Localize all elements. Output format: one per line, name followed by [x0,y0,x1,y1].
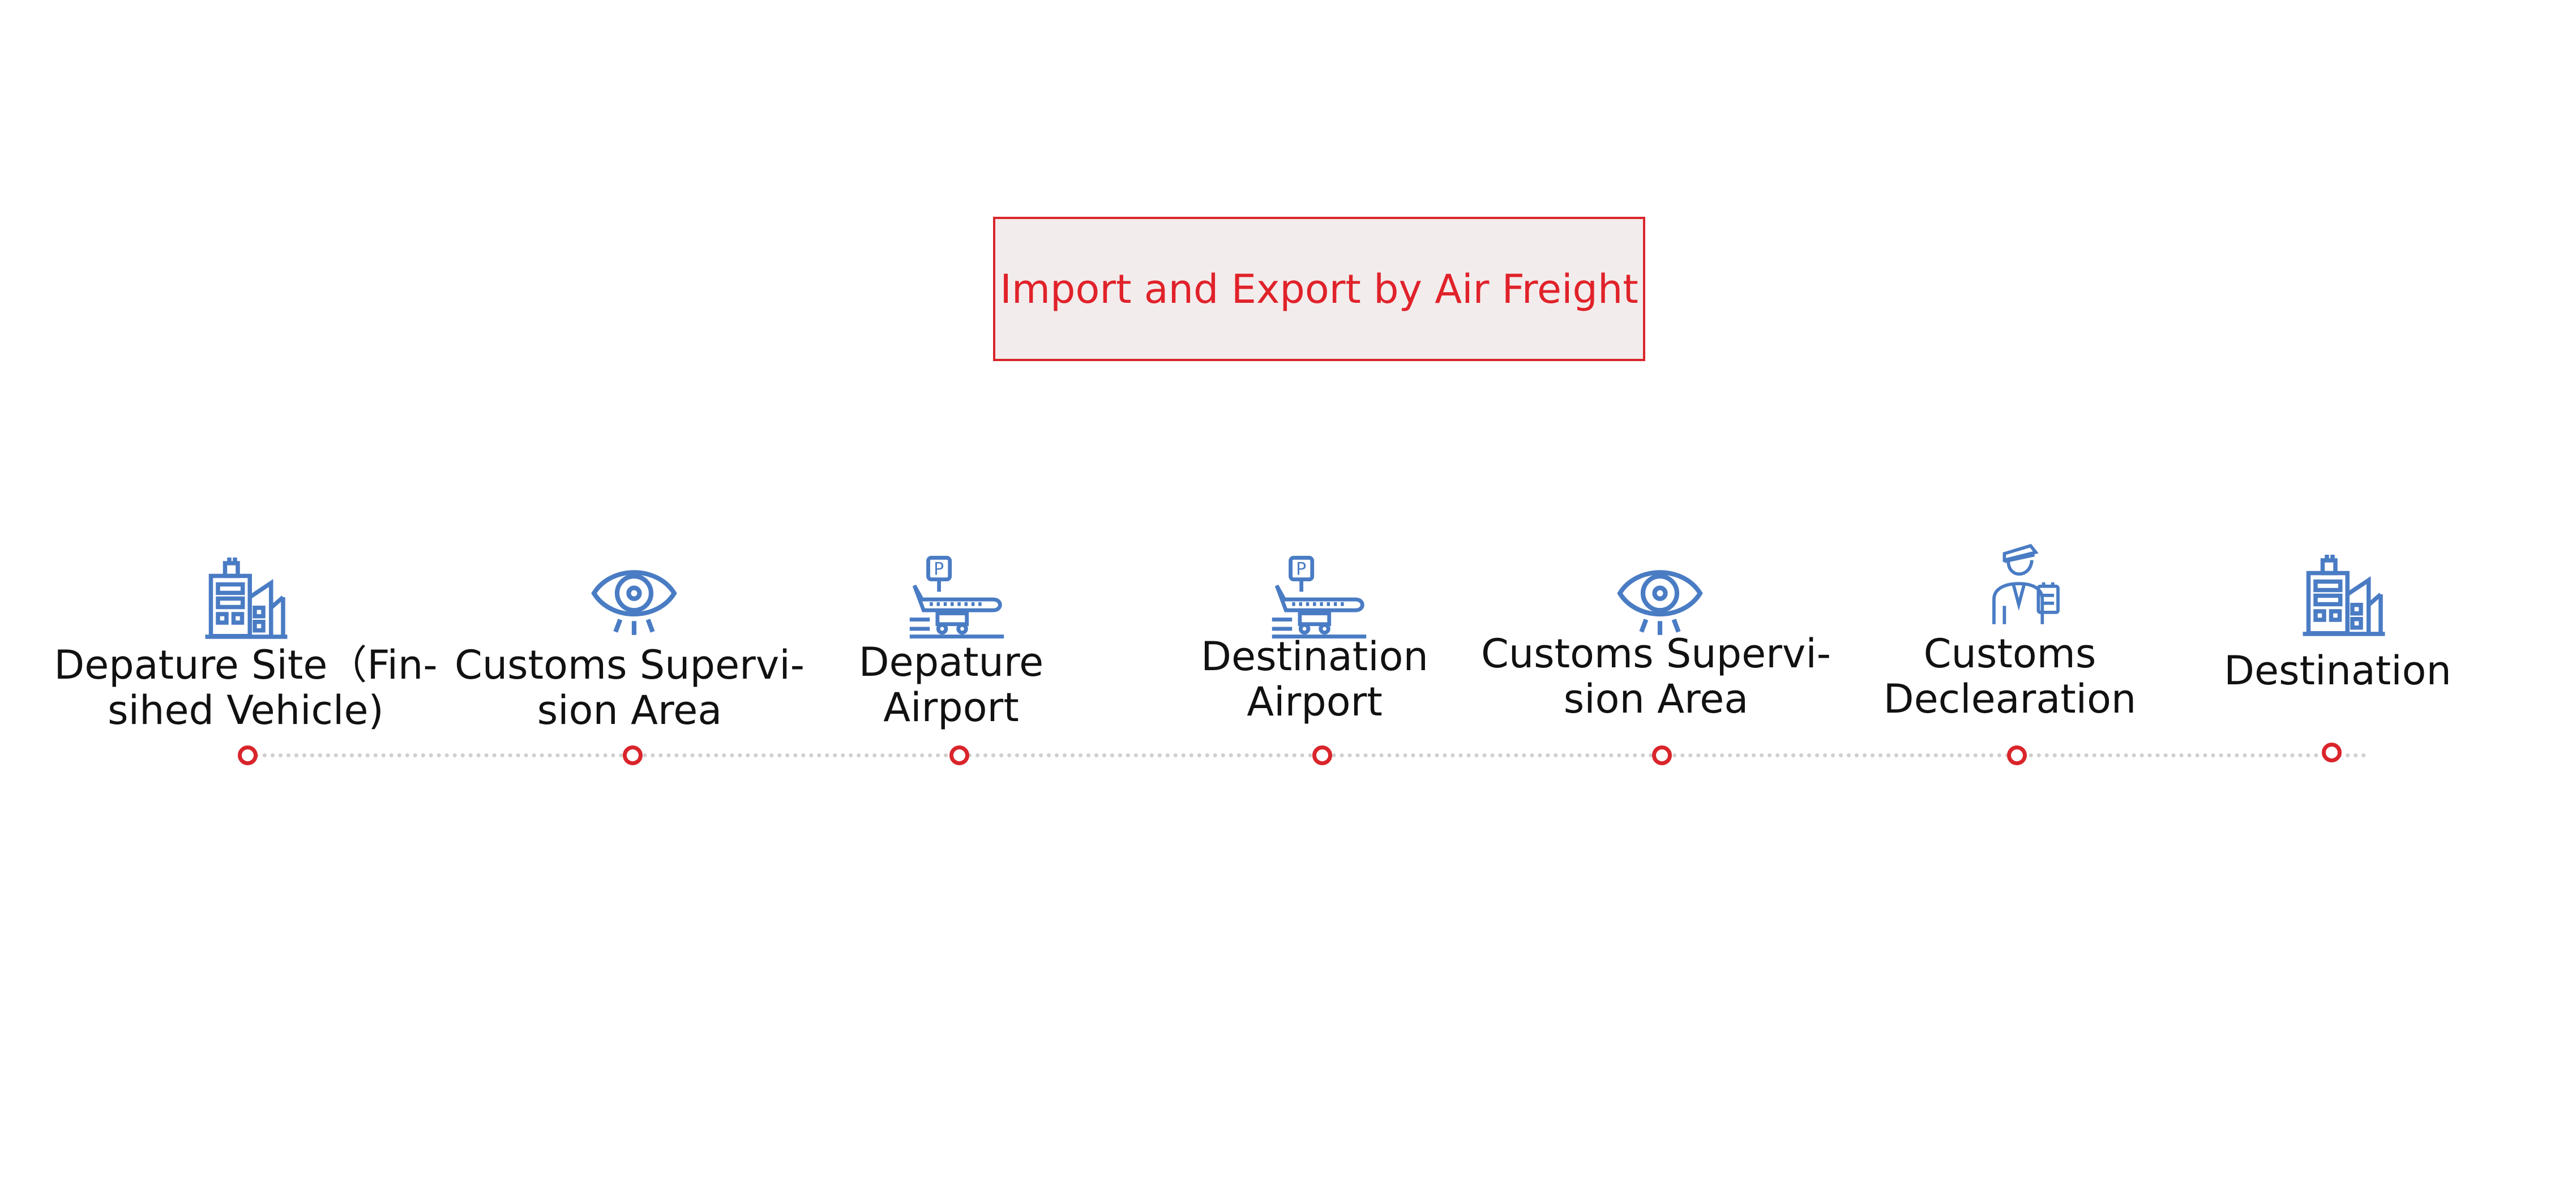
diagram-title: Import and Export by Air Freight [1000,265,1638,312]
timeline-node [1312,745,1332,765]
label-line: sion Area [1563,676,1749,722]
label-line: Destination [1201,633,1428,680]
label-line: Depature [858,639,1044,685]
timeline-node [1652,745,1672,765]
label-line: Destination [2224,648,2451,694]
eye-icon [583,555,685,640]
label-line: Airport [1247,679,1383,725]
label-line: Declearation [1883,676,2137,722]
label-line: sihed Vehicle) [108,687,384,734]
timeline-node [949,745,969,765]
label-line: Customs [1923,631,2096,677]
step-label-depature-site: Depature Site（Fin- sihed Vehicle) [31,642,461,733]
step-label-customs-supervision-area: Customs Supervi- sion Area [1441,631,1871,722]
customs-officer-icon [1973,541,2075,625]
step-label-depature-airport: Depature Airport [736,640,1166,730]
svg-text:P: P [1296,559,1306,579]
step-label-destination: Destination [2123,648,2553,693]
label-line: Customs Supervi- [1480,631,1832,677]
building-icon [195,555,297,640]
timeline-node [2322,743,2342,762]
airplane-parking-icon: P [906,555,1008,640]
timeline-line [247,753,2367,757]
timeline-node [2007,745,2027,765]
label-line: Airport [883,684,1019,731]
title-box: Import and Export by Air Freight [993,217,1645,361]
airplane-parking-icon: P [1268,555,1370,640]
svg-text:P: P [934,559,944,579]
building-icon [2293,552,2395,637]
timeline-node [623,745,643,765]
step-label-customs-supervision-area: Customs Supervi- sion Area [414,642,845,733]
timeline-node [238,745,258,765]
eye-icon [1609,555,1711,640]
step-label-destination-airport: Destination Airport [1099,634,1530,724]
step-label-customs-declearation: Customs Declearation [1795,631,2225,722]
label-line: Depature Site（Fin- [54,642,438,688]
label-line: Customs Supervi- [454,642,805,688]
label-line: sion Area [537,687,722,734]
